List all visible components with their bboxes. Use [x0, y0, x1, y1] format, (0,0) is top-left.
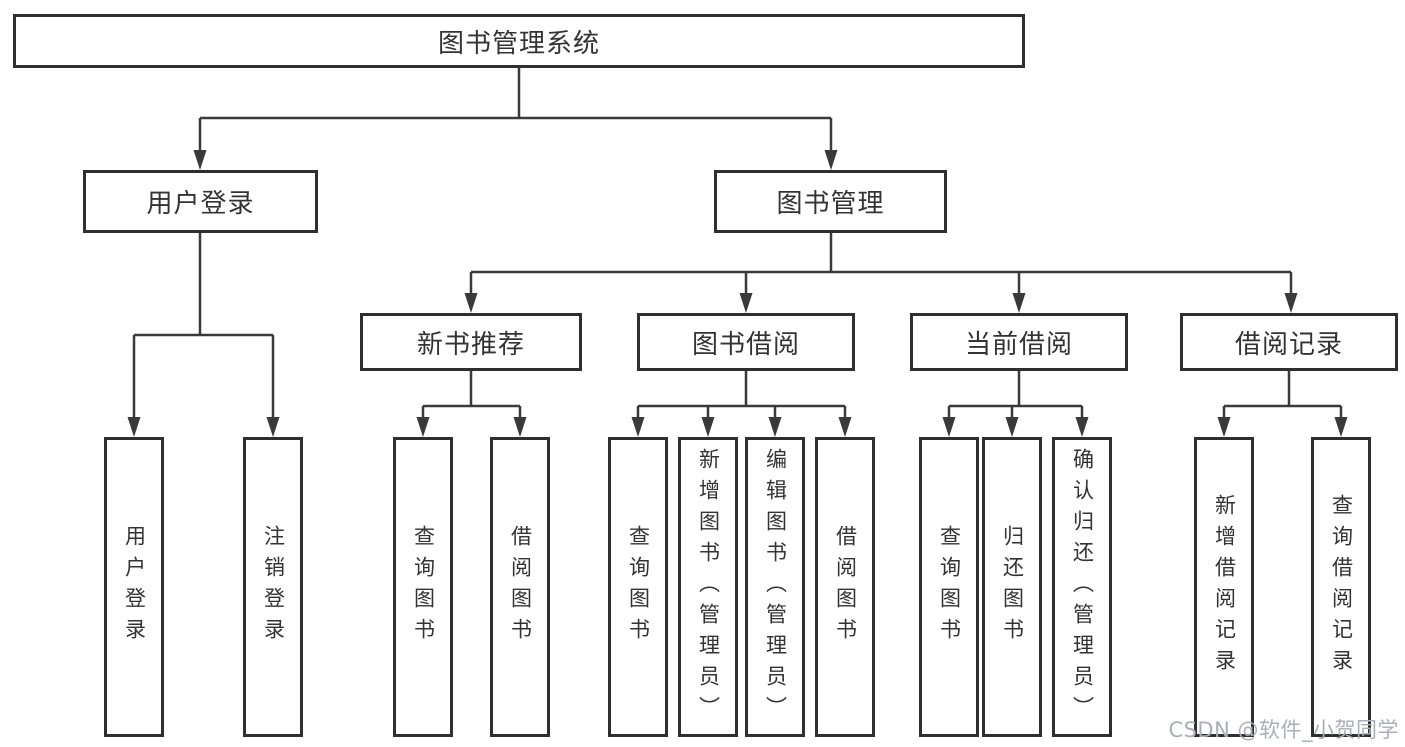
node-return-book: 归还图书 — [982, 437, 1042, 737]
node-query-book-current: 查询图书 — [919, 437, 979, 737]
node-add-borrow-record: 新增借阅记录 — [1194, 437, 1254, 737]
node-query-book-borrow: 查询图书 — [608, 437, 668, 737]
node-current-borrow: 当前借阅 — [910, 313, 1128, 371]
watermark: CSDN @软件_小贺同学 — [1168, 718, 1399, 742]
node-query-borrow-record: 查询借阅记录 — [1311, 437, 1371, 737]
node-book-borrow: 图书借阅 — [637, 313, 855, 371]
node-user-login-leaf: 用户登录 — [104, 437, 164, 737]
node-edit-book-admin: 编辑图书（管理员） — [745, 437, 805, 737]
node-user-login: 用户登录 — [83, 170, 318, 233]
node-library-management-system: 图书管理系统 — [13, 14, 1025, 68]
node-borrow-record: 借阅记录 — [1180, 313, 1398, 371]
node-book-management: 图书管理 — [714, 170, 947, 233]
node-new-book-recommend: 新书推荐 — [360, 313, 582, 371]
arrowheads — [127, 150, 1348, 437]
node-confirm-return-admin: 确认归还（管理员） — [1052, 437, 1112, 737]
node-add-book-admin: 新增图书（管理员） — [678, 437, 738, 737]
node-borrow-book-recommend: 借阅图书 — [490, 437, 550, 737]
node-query-book-recommend: 查询图书 — [393, 437, 453, 737]
node-borrow-book-leaf: 借阅图书 — [815, 437, 875, 737]
node-logout: 注销登录 — [243, 437, 303, 737]
